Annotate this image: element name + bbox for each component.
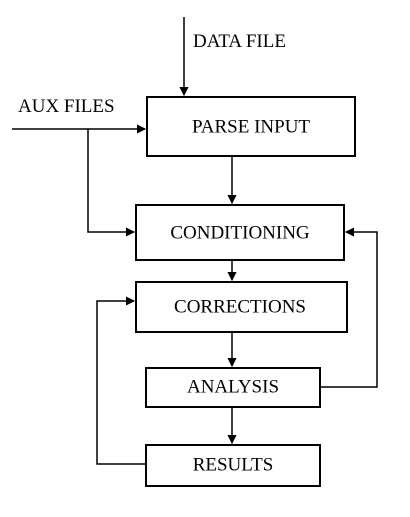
aux-to-conditioning-arrow (87, 129, 134, 232)
results-label: RESULTS (193, 454, 274, 475)
analysis-label: ANALYSIS (187, 376, 279, 397)
conditioning-label: CONDITIONING (170, 222, 310, 243)
parse-input-box: PARSE INPUT (146, 96, 356, 157)
analysis-box: ANALYSIS (145, 367, 321, 408)
results-box: RESULTS (145, 444, 321, 487)
conditioning-box: CONDITIONING (135, 204, 345, 261)
corrections-box: CORRECTIONS (135, 281, 348, 333)
aux-files-label: AUX FILES (18, 96, 115, 117)
parse-input-label: PARSE INPUT (192, 116, 310, 137)
data-file-label: DATA FILE (193, 31, 286, 52)
results-feedback-arrow (96, 301, 146, 465)
analysis-feedback-arrow (320, 232, 378, 388)
corrections-label: CORRECTIONS (174, 296, 306, 317)
